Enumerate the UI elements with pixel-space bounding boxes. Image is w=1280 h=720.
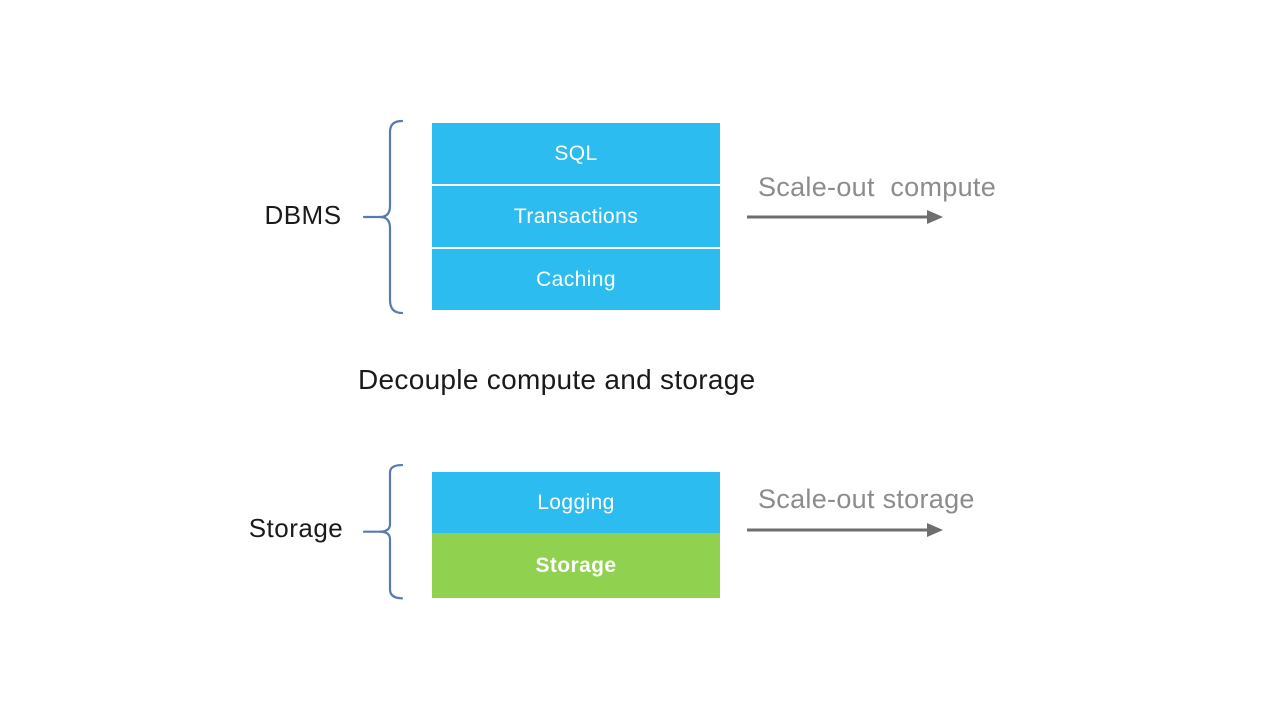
compute-layer-stack: SQL Transactions Caching [432, 123, 720, 310]
scale-out-storage-label: Scale-out storage [758, 484, 975, 514]
storage-group-label: Storage [248, 513, 344, 543]
diagram-title: Decouple compute and storage [358, 364, 756, 395]
layer-logging: Logging [432, 472, 720, 533]
storage-layer-stack: Logging Storage [432, 472, 720, 598]
dbms-group-label: DBMS [264, 200, 342, 230]
dbms-brace [358, 118, 404, 314]
storage-brace [358, 463, 404, 599]
layer-transactions: Transactions [432, 186, 720, 247]
curly-brace-icon [358, 463, 404, 599]
layer-sql: SQL [432, 123, 720, 184]
scale-out-compute-label: Scale-out compute [758, 172, 997, 202]
layer-storage: Storage [432, 533, 720, 598]
right-arrow-icon [747, 210, 943, 224]
curly-brace-icon [358, 118, 404, 314]
right-arrow-icon [747, 523, 943, 537]
layer-caching: Caching [432, 249, 720, 310]
